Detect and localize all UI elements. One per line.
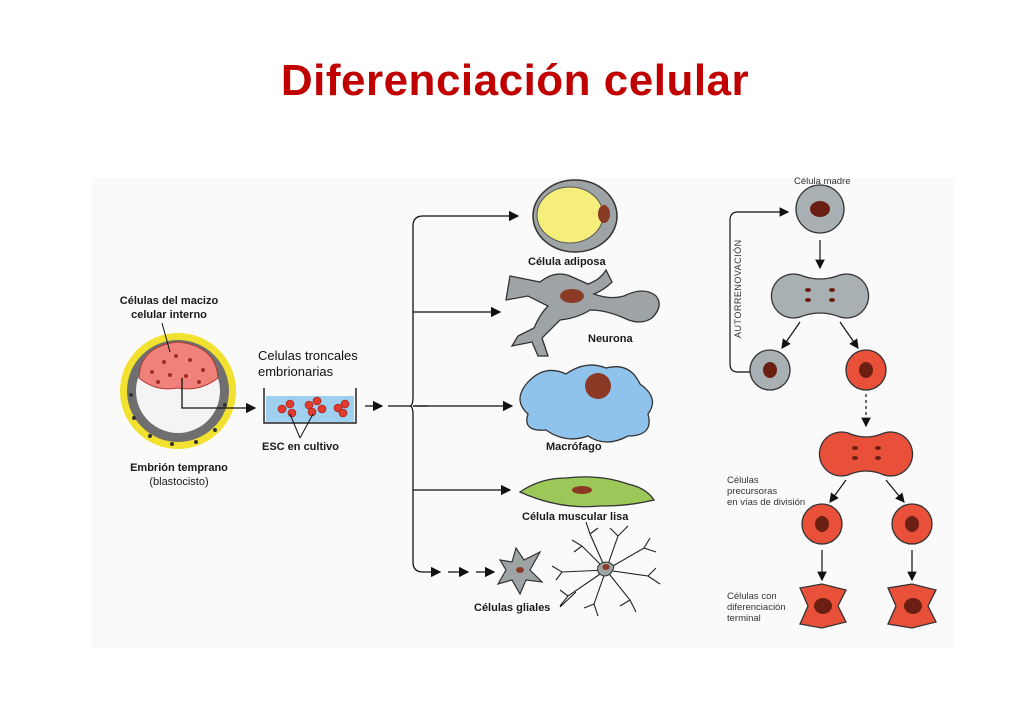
- self-renewal-loop: [729, 207, 790, 373]
- culture-label: ESC en cultivo: [262, 441, 340, 453]
- dish-wall: [263, 388, 357, 424]
- icm-label-line-1: Células del macizo: [119, 295, 219, 307]
- adipose-cell: [532, 179, 618, 253]
- neuron-label: Neurona: [588, 333, 633, 345]
- glial-pointer: [559, 591, 577, 608]
- stem-lineage: [729, 184, 937, 629]
- icm-to-culture-arrow: [181, 378, 257, 414]
- macrophage-label: Macrófago: [546, 441, 602, 453]
- blastocyst: [120, 333, 236, 449]
- esc-label: Celulas troncales embrionarias: [258, 348, 388, 380]
- inner-cell-mass: [138, 341, 219, 390]
- precursors-label-line-3: en vías de división: [727, 497, 806, 508]
- embryo-label: Embrión temprano (blastocisto): [104, 461, 254, 489]
- adipose-label: Célula adiposa: [528, 256, 606, 268]
- stem-cell-label: Célula madre: [794, 176, 851, 187]
- glial-cells: [496, 521, 661, 617]
- dividing-stem-cell: [770, 273, 870, 319]
- terminal-label: Células con diferenciación terminal: [727, 591, 807, 624]
- dividing-precursor-cell: [818, 431, 914, 477]
- slide-title: Diferenciación celular: [280, 56, 750, 105]
- macrophage-cell: [519, 364, 654, 443]
- icm-pointer: [161, 322, 171, 353]
- precursors-label: Células precursoras en vías de división: [727, 475, 837, 508]
- self-renewal-label: AUTORRENOVACIÓN: [733, 239, 743, 338]
- culture-pointer-1: [289, 413, 301, 439]
- esc-label-line-1: Celulas troncales: [258, 348, 358, 363]
- precursors-label-line-1: Células: [727, 475, 759, 486]
- embryo-label-line-1: Embrión temprano: [130, 462, 228, 474]
- precursors-label-line-2: precursoras: [727, 486, 778, 497]
- terminal-label-line-1: Células con: [727, 591, 777, 602]
- glial-label: Células gliales: [474, 602, 551, 614]
- branch-arrows: [388, 210, 520, 578]
- esc-label-line-2: embrionarias: [258, 364, 334, 379]
- stem-cell-nucleus: [810, 201, 830, 217]
- culture-pointer-2: [299, 413, 314, 439]
- icm-label-line-2: celular interno: [131, 309, 207, 321]
- culture-dish: [263, 388, 357, 424]
- terminal-label-line-2: diferenciación: [727, 602, 786, 613]
- smooth-muscle-label: Célula muscular lisa: [522, 511, 629, 523]
- icm-label: Células del macizo celular interno: [104, 294, 234, 322]
- terminal-label-line-3: terminal: [727, 613, 761, 624]
- embryo-label-line-2: (blastocisto): [149, 476, 209, 488]
- neuron-cell: [505, 268, 660, 357]
- smooth-muscle-cell: [518, 476, 656, 508]
